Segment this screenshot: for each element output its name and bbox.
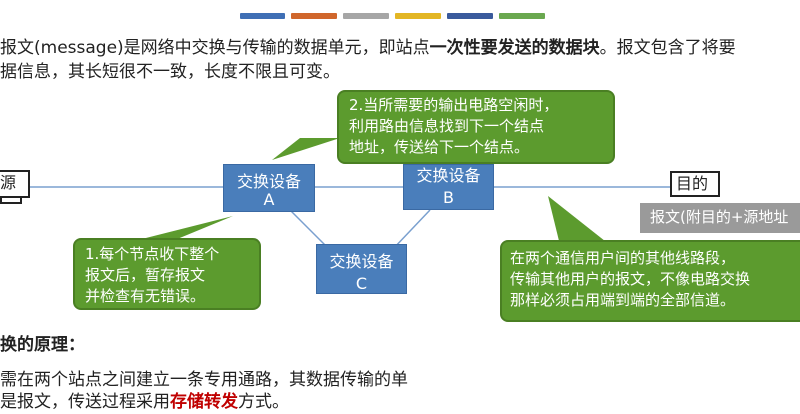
message-packet-label: 报文(附目的+源地址 [650,208,789,226]
callout-top-line-2: 利用路由信息找到下一个结点 [349,117,545,135]
decor-stripe-green [499,13,545,19]
callout-left-line-3: 并检查有无错误。 [85,287,206,305]
source-monitor-stand-icon [0,198,22,204]
source-label: 源 [0,173,17,192]
callout-top: 2.当所需要的输出电路空闲时， 利用路由信息找到下一个结点 地址，传送给下一个结… [337,90,615,164]
callout-right-line-1: 在两个通信用户间的其他线路段， [510,249,736,267]
device-a-id: A [263,190,275,209]
dest-terminal: 目的 [670,171,720,197]
decor-stripe-gray [343,13,389,19]
device-c-name: 交换设备 [329,252,394,271]
callout-right-line-2: 传输其他用户的报文，不像电路交换 [510,270,751,288]
link-b-to-c [391,209,431,251]
callout-left-line-2: 报文后，暂存报文 [85,266,206,284]
source-terminal: 源 [0,170,30,198]
device-b-name: 交换设备 [416,166,481,185]
device-a-name: 交换设备 [236,172,301,191]
switch-device-a: 交换设备 A [223,164,315,212]
section-body-text-start: 是报文，传送过程采用 [0,392,170,412]
section-body-line-2: 是报文，传送过程采用存储转发方式。 [0,390,289,414]
decor-stripe-blue [240,13,285,19]
intro-line-1: 报文(message)是网络中交换与传输的数据单元，即站点一次性要发送的数据块。… [0,36,736,60]
intro-text-bold: 一次性要发送的数据块 [429,38,600,58]
intro-text-start: 报文(message)是网络中交换与传输的数据单元，即站点 [0,38,430,58]
callout-right-line-3: 那样必须占用端到端的全部信道。 [510,291,736,309]
callout-right: 在两个通信用户间的其他线路段， 传输其他用户的报文，不像电路交换 那样必须占用端… [500,240,800,322]
callout-left: 1.每个节点收下整个 报文后，暂存报文 并检查有无错误。 [73,238,261,310]
intro-text-end: 。报文包含了将要 [599,38,736,58]
callout-left-line-1: 1.每个节点收下整个 [85,245,220,263]
decor-stripe-navy [447,13,493,19]
switch-device-b: 交换设备 B [403,164,494,210]
message-packet-bar: 报文(附目的+源地址 [640,203,800,233]
device-b-id: B [443,188,454,207]
dest-label: 目的 [676,174,709,193]
callout-top-line-1: 2.当所需要的输出电路空闲时， [349,96,559,114]
switch-device-c: 交换设备 C [316,244,407,294]
intro-line-2: 据信息，其长短很不一致，长度不限且可变。 [0,62,340,82]
decor-stripe-yellow [395,13,441,19]
section-heading: 换的原理： [0,335,85,355]
decor-stripe-orange [291,13,337,19]
callout-top-line-3: 地址，传送给下一个结点。 [349,138,530,156]
link-a-to-c [289,209,331,251]
device-c-id: C [355,274,368,293]
store-and-forward-emphasis: 存储转发 [170,392,238,412]
section-body-line-1: 需在两个站点之间建立一条专用通路，其数据传输的单 [0,370,408,390]
section-body-text-end: 方式。 [238,392,289,412]
